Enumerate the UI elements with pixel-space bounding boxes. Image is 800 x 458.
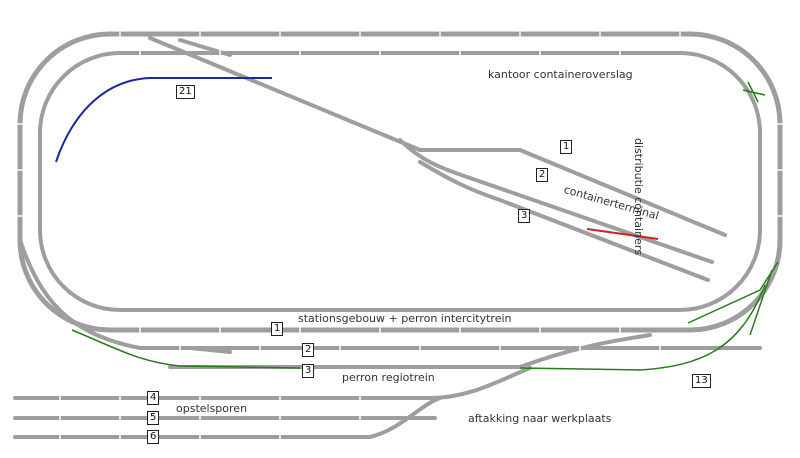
blue-branch-track-21	[55, 77, 272, 163]
track-number-5: 5	[147, 411, 160, 425]
diagonal-crossover-track-2	[178, 38, 232, 57]
label-aftakking-werkplaats: aftakking naar werkplaats	[468, 412, 612, 425]
track-number-13: 13	[692, 374, 711, 388]
track-number-4: 4	[147, 391, 160, 405]
label-perron-regiotrein: perron regiotrein	[342, 371, 435, 384]
label-distributie-containers: distributie containers	[632, 138, 645, 256]
label-stationsgebouw: stationsgebouw + perron intercitytrein	[298, 312, 512, 325]
track-number-station-2: 2	[302, 343, 315, 357]
track-sleepers	[16, 30, 784, 441]
label-kantoor-containeroverslag: kantoor containeroverslag	[488, 68, 633, 81]
red-buffer-track	[586, 228, 659, 240]
outer-loop-track	[17, 31, 783, 333]
terminal-track-1	[418, 148, 727, 237]
track-number-21: 21	[176, 85, 195, 99]
label-opstelsporen: opstelsporen	[176, 402, 248, 415]
track-number-terminal-2: 2	[536, 168, 549, 182]
track-network	[13, 31, 783, 439]
inner-loop-track	[38, 51, 762, 312]
track-number-terminal-1: 1	[560, 140, 573, 154]
siding-track-6	[13, 396, 442, 439]
track-number-station-1: 1	[271, 322, 284, 336]
station-connector	[188, 346, 232, 354]
terminal-track-2	[398, 138, 714, 264]
siding-track-4	[13, 366, 532, 400]
track-number-station-3: 3	[302, 364, 315, 378]
terminal-track-3	[418, 160, 710, 282]
branch-werkplaats-track	[518, 333, 652, 369]
track-number-6: 6	[147, 430, 160, 444]
track-number-terminal-3: 3	[518, 209, 531, 223]
diagonal-crossover-track	[148, 36, 422, 152]
station-track-2	[18, 238, 762, 350]
green-sidings	[71, 81, 779, 371]
